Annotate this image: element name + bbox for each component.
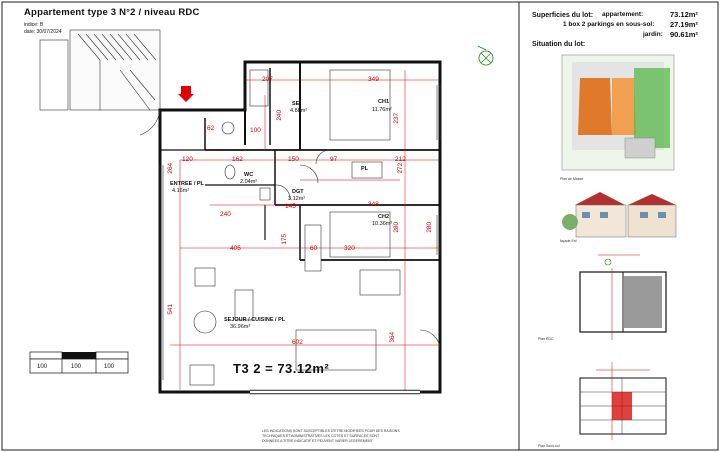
fixtures xyxy=(189,69,401,386)
doors xyxy=(139,109,441,351)
dimension-label: 237 xyxy=(393,112,401,124)
footnote-line: TECHNIQUES ET ADMINISTRATIVES LES COTES … xyxy=(262,434,380,438)
scale-bar xyxy=(29,351,129,374)
dimension-label: 175 xyxy=(281,233,289,245)
surface-label: 1 box 2 parkings en sous-sol: xyxy=(563,21,655,28)
dimension-label: 240 xyxy=(220,211,231,218)
dimension-label: 541 xyxy=(167,303,175,315)
room-entree-area: 4.16m² xyxy=(172,188,190,194)
dimension-label: 100 xyxy=(250,127,261,134)
surface-value: 27.19m² xyxy=(670,20,698,29)
total-area-label: T3 2 = 73.12m² xyxy=(233,361,330,376)
dimension-label: 348 xyxy=(368,201,379,208)
room-ch1-area: 11.76m² xyxy=(372,107,392,113)
situation-title: Situation du lot: xyxy=(532,41,586,48)
room-wc-area: 2.04m² xyxy=(240,179,258,185)
north-icon xyxy=(477,45,494,66)
closet-label: PL xyxy=(361,166,369,172)
room-wc-label: WC xyxy=(244,172,254,178)
dimension-label: 405 xyxy=(230,245,241,252)
revision-index: indice: B xyxy=(24,22,44,28)
scale-label: 100 xyxy=(37,364,48,370)
dimension-label: 349 xyxy=(368,76,379,83)
dimension-label: 150 xyxy=(288,156,299,163)
facade-thumbnail xyxy=(562,192,677,238)
site-plan-thumbnail xyxy=(561,54,675,171)
basement-plan-thumbnail xyxy=(579,362,667,440)
dimension-label: 120 xyxy=(182,156,193,163)
caption-facade: façade Est xyxy=(560,239,577,243)
room-sejour-area: 36.96m² xyxy=(230,324,251,330)
room-se-label: SE xyxy=(292,101,300,107)
page-title: Appartement type 3 N°2 / niveau RDC xyxy=(24,7,200,18)
room-sejour-label: SEJOUR / CUISINE / PL xyxy=(224,317,286,323)
entry-arrow-icon xyxy=(178,86,194,102)
dimension-label: 264 xyxy=(167,162,175,174)
surface-value: 90.61m² xyxy=(670,30,698,39)
footnote-line: LES INDICATIONS SONT SUSCEPTIBLES D'ETRE… xyxy=(262,429,400,433)
staircase xyxy=(39,29,161,111)
room-ch2-label: CH2 xyxy=(378,214,390,220)
caption-site-plan: Plan de Masse xyxy=(560,177,584,181)
dimension-label: 212 xyxy=(395,156,406,163)
surface-label: appartement: xyxy=(602,11,644,18)
dimension-label: 62 xyxy=(207,125,215,132)
surface-label: jardin: xyxy=(643,31,663,38)
plan-date: date: 30/07/2024 xyxy=(24,29,62,35)
dimension-label: 602 xyxy=(292,339,303,346)
footnote-line: DONNEES A TITRE INDICATIF ET PEUVENT VAR… xyxy=(262,439,373,443)
rdc-plan-thumbnail xyxy=(579,254,667,340)
room-entree-label: ENTREE / PL xyxy=(170,181,204,187)
dimension-label: 162 xyxy=(232,156,243,163)
dimension-label: 145 xyxy=(285,203,296,210)
dimension-label: 280 xyxy=(393,221,401,233)
room-dgt-area: 3.12m² xyxy=(288,196,306,202)
scale-label: 100 xyxy=(104,364,115,370)
scale-label: 100 xyxy=(71,364,82,370)
room-ch2-area: 10.36m² xyxy=(372,221,393,227)
dimension-label: 240 xyxy=(276,109,284,121)
dimension-label: 364 xyxy=(389,331,397,343)
caption-basement-plan: Plan Sous-sol xyxy=(538,444,560,448)
dimension-label: 272 xyxy=(397,162,405,174)
surface-value: 73.12m² xyxy=(670,10,698,19)
walls xyxy=(158,60,442,394)
dimension-label: 320 xyxy=(344,245,355,252)
dimension-lines xyxy=(170,70,440,390)
dimension-label: 280 xyxy=(426,221,434,233)
room-ch1-label: CH1 xyxy=(378,99,390,105)
caption-rdc-plan: Plan RDC xyxy=(538,337,554,341)
dimension-label: 207 xyxy=(262,76,273,83)
room-se-area: 4.88m² xyxy=(290,108,308,114)
dimension-label: 60 xyxy=(310,245,318,252)
room-dgt-label: DGT xyxy=(292,189,304,195)
dimension-label: 97 xyxy=(330,156,338,163)
surfaces-title: Superficies du lot: xyxy=(532,12,594,19)
